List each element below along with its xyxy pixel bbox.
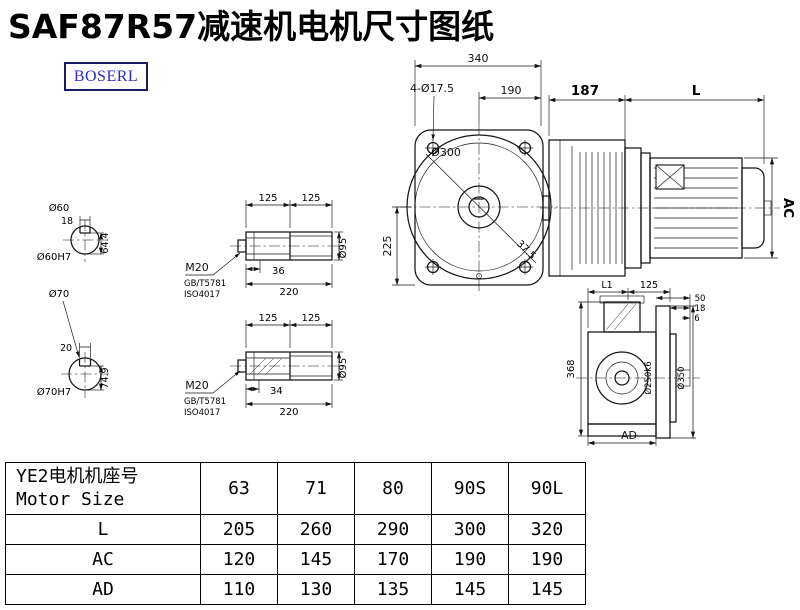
table-row-AC: AC 120 145 170 190 190 [5,544,586,575]
dim-18r: 18 [695,304,706,314]
cell-AC-71: 145 [277,544,355,575]
cell-AC-90s: 190 [431,544,509,575]
dim-125d: 125 [301,313,320,324]
table-row-L: L 205 260 290 300 320 [5,514,586,545]
cell-AD-90l: 145 [508,574,586,605]
label-d60h7: Ø60H7 [37,251,71,263]
dim-flange-dia: Ø300 [431,146,461,159]
dim-225: 225 [381,236,394,257]
dim-36: 36 [272,266,285,277]
dim-AD: AD [621,429,637,442]
dim-d95a: Ø95 [337,238,349,259]
dim-74-9: 74.9 [100,367,111,388]
cell-L-90l: 320 [508,514,586,545]
cell-L-71: 260 [277,514,355,545]
table-col-63: 63 [200,462,278,515]
table-col-71: 71 [277,462,355,515]
bore70-view: 20 74.9 Ø70 Ø70H7 [37,288,111,398]
cell-AC-80: 170 [354,544,432,575]
table-col-90l: 90L [508,462,586,515]
cell-AC-90l: 190 [508,544,586,575]
rear-view: L1 125 50 18 6 368 Ø250k6 Ø350 AD [566,280,705,446]
dim-125a: 125 [258,193,277,204]
dim-flange350: Ø350 [676,367,687,390]
table-header-cn: YE2电机机座号 [16,466,139,487]
dim-holes: 4-Ø17.5 [410,82,454,95]
label-gb-b: GB/T5781 [184,397,226,407]
dim-L: L [692,83,701,99]
page-title: SAF87R57减速机电机尺寸图纸 [8,7,495,46]
dim-34: 34 [270,386,283,397]
bore60-view: 18 64.4 Ø60 Ø60H7 [37,202,111,263]
row-label-AD: AD [5,574,201,605]
boserl-logo: BOSERL [64,62,148,91]
table-header-row: YE2电机机座号 Motor Size 63 71 80 90S 90L [5,462,586,515]
side-view: 187 L AC [540,83,796,277]
shaft-detail-2: 125 125 34 220 Ø95 M20 GB/T5781 ISO4017 [184,313,349,418]
label-d70: Ø70 [49,288,70,300]
label-d60: Ø60 [49,202,70,214]
table-col-90s: 90S [431,462,509,515]
label-m20b: M20 [185,379,209,392]
dim-spigot: Ø250k6 [643,361,654,394]
label-d70h7: Ø70H7 [37,386,71,398]
cell-L-80: 290 [354,514,432,545]
shaft-detail-1: 125 125 36 220 Ø95 M20 GB/T5781 ISO4017 [184,193,349,300]
cell-AD-71: 130 [277,574,355,605]
label-iso-a: ISO4017 [184,290,220,300]
dim-AC: AC [780,198,796,218]
motor-size-table: YE2电机机座号 Motor Size 63 71 80 90S 90L L 2… [5,462,586,605]
dim-d95b: Ø95 [337,358,349,379]
dim-187: 187 [571,83,599,99]
front-view: 340 190 4-Ø17.5 Ø300 225 37.5 [381,52,558,292]
label-gb-a: GB/T5781 [184,279,226,289]
cell-AC-63: 120 [200,544,278,575]
label-iso-b: ISO4017 [184,408,220,418]
row-label-AC: AC [5,544,201,575]
dim-220b: 220 [279,407,298,418]
boserl-logo-text: BOSERL [73,67,139,85]
dim-125b: 125 [301,193,320,204]
table-header-motor-size: YE2电机机座号 Motor Size [5,462,201,515]
dim-125c: 125 [258,313,277,324]
dim-6: 6 [694,314,699,324]
dim-key20: 20 [60,343,72,354]
label-m20a: M20 [185,261,209,274]
dim-340: 340 [468,52,489,65]
table-header-en: Motor Size [16,488,125,510]
cell-AD-63: 110 [200,574,278,605]
dim-key18: 18 [61,216,73,227]
table-col-80: 80 [354,462,432,515]
dim-50: 50 [695,294,706,304]
dim-L1: L1 [601,280,612,291]
cell-AD-90s: 145 [431,574,509,605]
dim-125: 125 [640,280,658,291]
cell-L-63: 205 [200,514,278,545]
cell-AD-80: 135 [354,574,432,605]
row-label-L: L [5,514,201,545]
dim-190: 190 [501,84,522,97]
cell-L-90s: 300 [431,514,509,545]
dim-64-4: 64.4 [100,232,111,253]
dim-220a: 220 [279,287,298,298]
table-row-AD: AD 110 130 135 145 145 [5,574,586,605]
dim-368: 368 [566,359,577,378]
